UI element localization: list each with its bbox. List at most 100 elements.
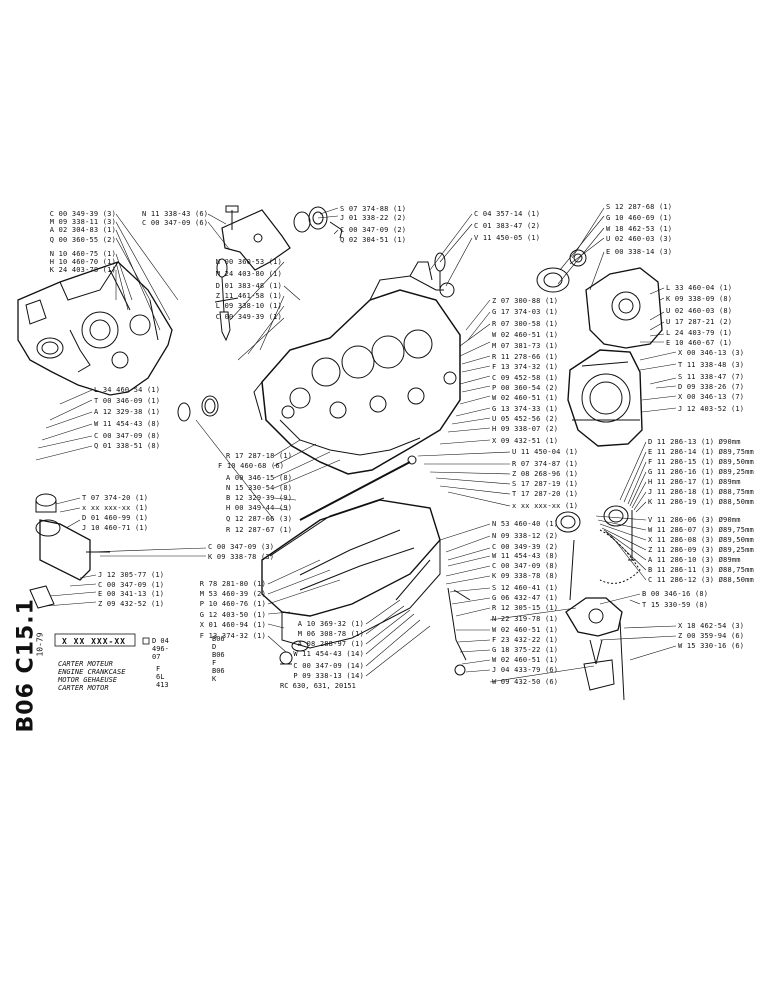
dipstick-drawing (214, 258, 239, 342)
part-label: M 24 403-80 (1) (215, 270, 282, 278)
part-label: A 12 329-38 (1) (94, 408, 161, 416)
title-fr: CARTER MOTEUR (58, 660, 113, 668)
crankcase-drawing (253, 261, 461, 475)
part-label: K 24 403-78 (1) (49, 266, 116, 274)
part-label: G 13 374-33 (1) (492, 405, 559, 413)
part-label: S 17 287-19 (1) (512, 480, 579, 488)
part-label: U 17 287-21 (2) (666, 318, 733, 326)
part-label: R 12 287-67 (1) (226, 526, 293, 534)
part-label: L 24 403-79 (1) (666, 329, 733, 337)
part-label: F 13 374-32 (1) (199, 632, 266, 640)
part-label: L 09 338-10 (1) (215, 302, 282, 310)
part-label: S 12 460-41 (1) (492, 584, 559, 592)
part-label: X 11 286-08 (3) Ø89,50mm (648, 536, 754, 544)
oil-pump-drawing (565, 539, 625, 701)
sheet-date: 10-79 (35, 632, 45, 657)
part-label: C 00 347-09 (8) (94, 432, 161, 440)
part-label: J 01 338-22 (2) (340, 214, 407, 222)
engine-model: F 6L 413 (156, 665, 169, 689)
part-label: G 11 286-16 (1) Ø89,25mm (648, 468, 754, 476)
part-label: C 00 347-09 (14) (293, 662, 364, 670)
part-label: L 34 460-54 (1) (94, 386, 161, 394)
part-label: C 00 347-09 (3) (208, 543, 275, 551)
oil-sump-drawing (261, 497, 441, 649)
title-en: ENGINE CRANKCASE (58, 668, 126, 676)
top-seal-rings-drawing (293, 206, 455, 298)
part-label: Z 00 359-94 (6) (678, 632, 745, 640)
part-label: R 17 287-18 (1) (226, 452, 293, 460)
part-label: Q 00 360-55 (2) (49, 236, 116, 244)
part-label: J 10 460-71 (1) (82, 524, 149, 532)
title-block: X XX XXX-XX CARTER MOTEUR ENGINE CRANKCA… (58, 636, 258, 693)
part-label: M 09 338-11 (3) (49, 218, 116, 226)
part-label: T 15 330-59 (8) (642, 601, 709, 609)
part-label: Z 07 300-88 (1) (492, 297, 559, 305)
part-label: P 09 338-13 (14) (293, 672, 364, 680)
part-label: E 00 338-14 (3) (606, 248, 673, 256)
oil-pipe-drawing (299, 455, 417, 521)
part-label: U 11 450-04 (1) (512, 448, 579, 456)
part-label: W 18 462-53 (1) (606, 225, 673, 233)
part-label: T 00 346-09 (1) (94, 397, 161, 405)
part-label: A 02 304-83 (1) (49, 226, 116, 234)
part-label: S 12 287-68 (1) (606, 203, 673, 211)
part-label: W 11 454-43 (8) (492, 552, 559, 560)
variant-item: B06 K (212, 667, 225, 683)
lower-fittings-drawing (279, 587, 471, 676)
part-label: V 11 450-05 (1) (474, 234, 541, 242)
part-label: X 09 432-51 (1) (492, 437, 559, 445)
part-label: E 10 460-67 (1) (666, 339, 733, 347)
part-label: W 02 460-51 (1) (492, 331, 559, 339)
part-label: J 04 433-79 (6) (492, 666, 559, 674)
part-label: M 53 460-39 (2) (199, 590, 266, 598)
part-label: H 00 349-44 (9) (226, 504, 293, 512)
timing-cover-drawing (17, 261, 173, 396)
part-label: X 18 462-54 (3) (678, 622, 745, 630)
part-label: J 12 403-52 (1) (678, 405, 745, 413)
part-label: S 07 374-88 (1) (340, 205, 407, 213)
part-label: G 10 460-69 (1) (606, 214, 673, 222)
part-label: N 11 338-43 (6) (142, 210, 209, 218)
part-label: Q 12 287-66 (3) (226, 515, 293, 523)
part-label: H 10 460-70 (1) (49, 258, 116, 266)
part-label: C 04 357-14 (1) (474, 210, 541, 218)
part-label: X 00 346-13 (3) (678, 349, 745, 357)
part-label: D 01 383-48 (1) (215, 282, 282, 290)
part-label: F 13 374-32 (1) (492, 363, 559, 371)
part-label: R 78 281-80 (1) (199, 580, 266, 588)
part-label: C 00 349-39 (1) (215, 313, 282, 321)
part-label: Q 01 338-51 (8) (94, 442, 161, 450)
part-label: W 11 286-07 (3) Ø89,75mm (648, 526, 754, 534)
rear-cover-drawing (536, 249, 663, 349)
part-label: M 06 308-78 (1) (297, 630, 364, 638)
part-label: V 11 286-06 (3) Ø90mm (648, 516, 741, 524)
part-label: S 11 338-47 (7) (678, 373, 745, 381)
part-label: R 12 305-15 (1) (492, 604, 559, 612)
part-label: J 11 286-18 (1) Ø88,75mm (648, 488, 754, 496)
part-label: T 11 338-48 (3) (678, 361, 745, 369)
part-label: Z 08 268-96 (1) (512, 470, 579, 478)
part-label: P 00 360-54 (2) (492, 384, 559, 392)
part-label: R 07 374-87 (1) (512, 460, 579, 468)
part-label: L 33 460-04 (1) (666, 284, 733, 292)
part-label: T 07 374-20 (1) (82, 494, 149, 502)
part-label: M 07 381-73 (1) (492, 342, 559, 350)
part-label: W 15 330-16 (6) (678, 642, 745, 650)
part-label: C 00 349-39 (3) (49, 210, 116, 218)
part-label: U 02 460-03 (3) (606, 235, 673, 243)
part-label: W 11 454-43 (14) (293, 650, 364, 658)
part-label: G 18 375-22 (1) (492, 646, 559, 654)
part-label: D 01 460-99 (1) (82, 514, 149, 522)
part-label: Z 11 286-09 (3) Ø89,25mm (648, 546, 754, 554)
part-label: Q 02 304-51 (1) (340, 236, 407, 244)
part-label: x xx xxx-xx (1) (82, 504, 149, 512)
part-label: C 00 347-09 (1) (98, 581, 165, 589)
part-label: E 11 286-14 (1) Ø89,75mm (648, 448, 754, 456)
part-label: K 11 286-19 (1) Ø88,50mm (648, 498, 754, 506)
part-label: U 05 452-56 (2) (492, 415, 559, 423)
variant-list: B06 D B06 F B06 K (212, 635, 225, 683)
part-label: N 09 338-12 (2) (492, 532, 559, 540)
bearing-rings-drawing (177, 395, 219, 422)
part-label: N 10 460-75 (1) (49, 250, 116, 258)
part-label: H 09 338-07 (2) (492, 425, 559, 433)
